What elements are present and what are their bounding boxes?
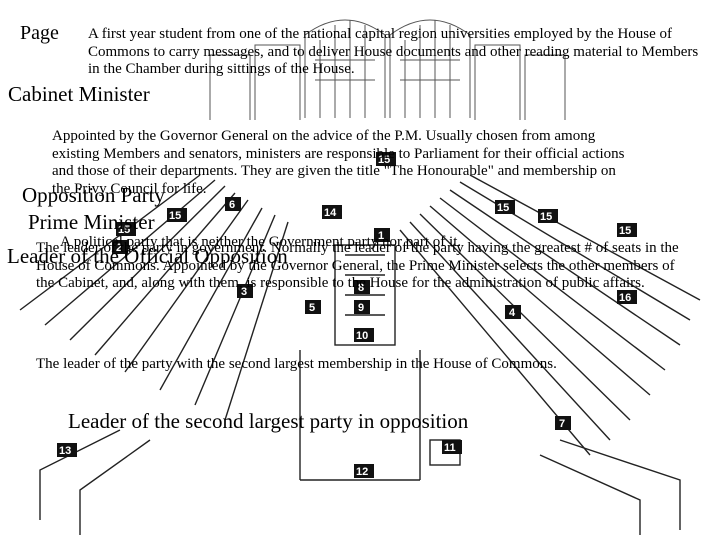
- svg-text:6: 6: [229, 199, 235, 211]
- svg-text:10: 10: [356, 330, 368, 342]
- seat-badge: 4: [505, 305, 521, 319]
- page-title: Page: [20, 22, 59, 44]
- seat-badge: 3: [237, 284, 253, 298]
- opposition-party-title: Opposition Party: [22, 183, 165, 207]
- seat-badge: 16: [617, 290, 637, 304]
- seat-badge: 12: [354, 464, 374, 478]
- seat-badge: 15: [167, 208, 187, 222]
- seat-badge: 15: [538, 209, 558, 223]
- right-benches: [399, 174, 701, 535]
- svg-text:15: 15: [169, 210, 181, 222]
- prime-minister-title: Prime Minister: [28, 210, 155, 234]
- svg-text:15: 15: [118, 224, 130, 236]
- cabinet-minister-description: Appointed by the Governor General on the…: [52, 128, 625, 198]
- svg-text:9: 9: [358, 302, 364, 314]
- seat-badge: 13: [57, 443, 77, 457]
- seat-badge: 15: [495, 200, 515, 214]
- second-largest-party-leader-title: Leader of the second largest party in op…: [68, 409, 469, 433]
- seat-badge: 9: [354, 300, 370, 314]
- left-benches: [19, 174, 289, 535]
- svg-text:15: 15: [619, 225, 631, 237]
- page-description: A first year student from one of the nat…: [88, 26, 699, 78]
- prime-minister-description: The leader of the party in government. N…: [36, 240, 679, 292]
- svg-text:13: 13: [59, 445, 71, 457]
- seat-badge: 15: [617, 223, 637, 237]
- svg-text:15: 15: [540, 211, 552, 223]
- seat-badge: 7: [555, 416, 571, 430]
- seat-badge: 14: [322, 205, 342, 219]
- official-opposition-description: The leader of the party with the second …: [36, 356, 557, 372]
- seat-badge: 10: [354, 328, 374, 342]
- svg-text:8: 8: [358, 282, 364, 294]
- seat-badge: 11: [442, 440, 462, 454]
- svg-text:3: 3: [241, 286, 247, 298]
- gallery-arches: [209, 19, 566, 120]
- svg-text:5: 5: [309, 302, 315, 314]
- seat-badge: 8: [354, 280, 370, 294]
- svg-text:14: 14: [324, 207, 337, 219]
- svg-text:12: 12: [356, 466, 368, 478]
- seat-badge: 1: [374, 228, 390, 242]
- svg-text:16: 16: [619, 292, 631, 304]
- opposition-party-description: A political party that is neither the Go…: [60, 234, 462, 250]
- leader-official-opposition-title: Leader of the Official Opposition: [7, 244, 288, 268]
- seat-badge: 15: [116, 222, 136, 236]
- seat-badge: 15: [376, 152, 396, 166]
- seat-badges: 1 5 3 4 6 7 8 9 10 11 12 13 14 15 15 15 …: [57, 152, 637, 478]
- svg-text:4: 4: [509, 307, 516, 319]
- cabinet-minister-title: Cabinet Minister: [8, 82, 150, 106]
- svg-text:15: 15: [497, 202, 509, 214]
- svg-text:15: 15: [378, 154, 390, 166]
- seat-badge: 2: [112, 240, 128, 254]
- seat-badge: 5: [305, 300, 321, 314]
- svg-text:1: 1: [378, 230, 384, 242]
- svg-text:7: 7: [559, 418, 565, 430]
- svg-text:2: 2: [116, 242, 122, 254]
- seat-badge: 6: [225, 197, 241, 211]
- svg-text:11: 11: [444, 442, 456, 454]
